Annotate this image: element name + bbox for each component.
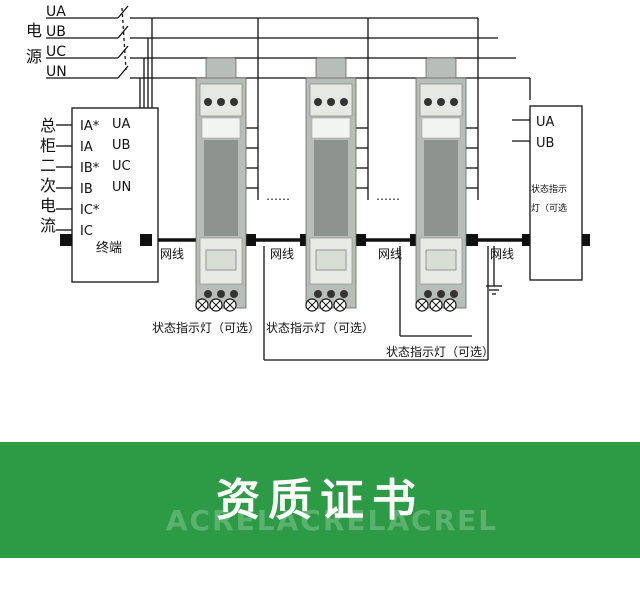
device-side-shade	[424, 140, 458, 236]
panel-label-char: 次	[40, 176, 56, 195]
device-bottom-screw	[204, 290, 212, 298]
device-label-plate	[201, 117, 241, 139]
right-box-note-2: 灯（可选	[531, 202, 567, 214]
ellipsis-2: ……	[376, 189, 400, 203]
device-terminal-screw	[424, 98, 432, 106]
device-bottom-screw	[327, 290, 335, 298]
right-box	[529, 105, 583, 281]
panel-label-char: 电	[40, 196, 56, 215]
right-box-input-ua: UA	[536, 115, 555, 130]
net-connector	[60, 234, 72, 246]
device-terminal-screw	[327, 98, 335, 106]
banner: ACRELACRELACREL 资质证书	[0, 442, 640, 558]
panel-label-char: 总	[40, 116, 56, 135]
device-screen	[315, 249, 347, 271]
device-bottom-screw	[450, 290, 458, 298]
terminal-output-label: UB	[112, 138, 130, 153]
right-box-input-ub: UB	[536, 136, 554, 151]
net-label-4: 网线	[490, 247, 514, 261]
bus-label-ua: UA	[46, 4, 66, 20]
lamp-cross	[321, 300, 331, 310]
banner-watermark: ACRELACRELACREL	[165, 504, 499, 537]
panel-label-char: 二	[40, 156, 56, 175]
device-label-plate	[421, 117, 461, 139]
panel-label-char: 柜	[40, 136, 56, 155]
terminal-input-label: IB	[80, 182, 93, 197]
bus-label-ub: UB	[46, 24, 66, 40]
terminal-name: 终端	[96, 240, 122, 256]
terminal-output-label: UA	[112, 117, 131, 132]
meter-device	[195, 57, 247, 312]
ellipsis-1: ……	[266, 189, 290, 203]
meter-device	[415, 57, 467, 312]
device-cap	[315, 57, 347, 81]
labels: UAUBUCUN电源总柜二次电流IA*IAIB*IBIC*ICUAUBUCUN终…	[26, 4, 567, 359]
terminal-input-label: IC	[80, 224, 93, 239]
net-connector	[140, 234, 152, 246]
terminal-input-label: IC*	[80, 203, 100, 218]
indicator-label-2: 状态指示灯（可选）	[266, 320, 374, 335]
devices	[60, 57, 590, 312]
lamp-cross	[197, 300, 207, 310]
device-bottom-screw	[437, 290, 445, 298]
source-label-1: 电	[26, 21, 42, 40]
bus-label-un: UN	[46, 64, 67, 80]
device-bottom-screw	[424, 290, 432, 298]
device-bottom-screw	[217, 290, 225, 298]
device-terminal-screw	[437, 98, 445, 106]
device-bottom-screw	[314, 290, 322, 298]
lamp-cross	[335, 300, 345, 310]
terminal-output-label: UN	[112, 180, 131, 195]
device-cap	[205, 57, 237, 81]
device-screen	[425, 249, 457, 271]
device-terminal-screw	[340, 98, 348, 106]
device-side-shade	[204, 140, 238, 236]
banner-title: 资质证书	[216, 475, 424, 526]
source-label-2: 源	[26, 47, 42, 66]
device-bottom-screw	[230, 290, 238, 298]
meter-device	[305, 57, 357, 312]
panel-label-char: 流	[40, 216, 56, 235]
terminal-box	[71, 107, 159, 283]
net-connector	[466, 234, 478, 246]
net-connector	[354, 234, 366, 246]
lamp-cross	[307, 300, 317, 310]
indicator-label-3: 状态指示灯（可选）	[386, 344, 494, 359]
net-connector	[244, 234, 256, 246]
net-label-1: 网线	[160, 247, 184, 261]
terminal-input-label: IA	[80, 140, 93, 155]
net-label-3: 网线	[378, 247, 402, 261]
device-label-plate	[311, 117, 351, 139]
lamp-cross	[225, 300, 235, 310]
switch-blade	[117, 65, 129, 79]
terminal-input-label: IA*	[80, 119, 100, 134]
device-cap	[425, 57, 457, 81]
lamp-cross	[431, 300, 441, 310]
lamp-cross	[417, 300, 427, 310]
device-terminal-screw	[217, 98, 225, 106]
device-side-shade	[314, 140, 348, 236]
device-terminal-screw	[204, 98, 212, 106]
device-terminal-screw	[314, 98, 322, 106]
net-label-2: 网线	[270, 247, 294, 261]
switch-link	[121, 7, 127, 71]
lamp-cross	[445, 300, 455, 310]
switch-blade	[117, 5, 129, 19]
right-box-note-1: 状态指示	[531, 183, 567, 195]
device-terminal-screw	[450, 98, 458, 106]
terminal-output-label: UC	[112, 159, 131, 174]
bus-label-uc: UC	[46, 44, 66, 60]
device-terminal-screw	[230, 98, 238, 106]
device-screen	[205, 249, 237, 271]
terminal-input-label: IB*	[80, 161, 100, 176]
lamp-cross	[211, 300, 221, 310]
device-bottom-screw	[340, 290, 348, 298]
switch-blade	[117, 45, 129, 59]
indicator-label-1: 状态指示灯（可选）	[152, 320, 260, 335]
